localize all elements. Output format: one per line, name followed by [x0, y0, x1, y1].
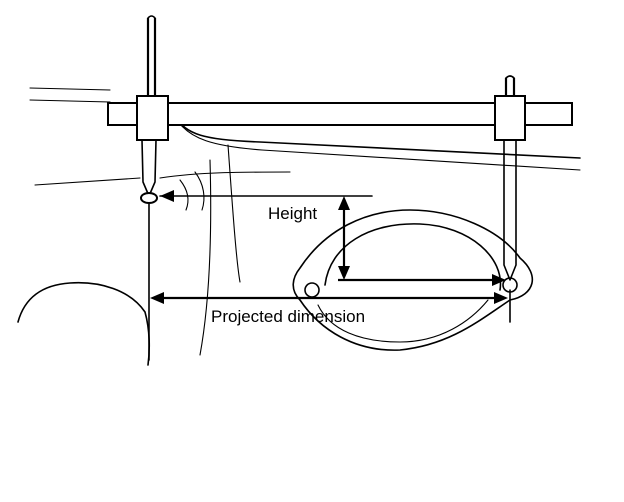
left-pointer: [136, 15, 169, 204]
height-arrow: [338, 196, 350, 280]
height-reference-arrowhead: [160, 190, 174, 202]
flange-mount: [292, 209, 534, 351]
projected-dimension-label: Projected dimension: [211, 307, 365, 326]
right-pointer: [494, 75, 526, 281]
height-label: Height: [268, 204, 317, 223]
offset-arrow: [338, 274, 506, 286]
gauge-bar: [107, 102, 573, 126]
projected-dimension-arrow: [150, 292, 508, 304]
tire-outline: [17, 281, 151, 366]
